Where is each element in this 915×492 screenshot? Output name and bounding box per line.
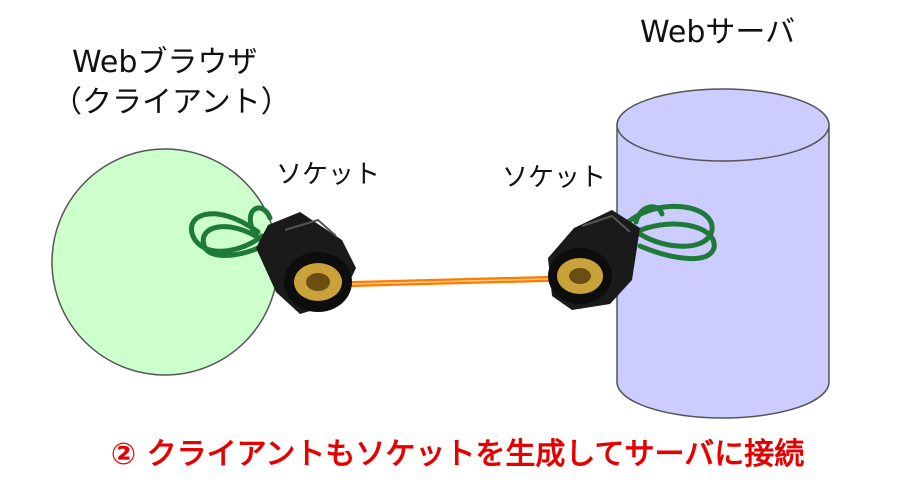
client-title-line1: Webブラウザ: [72, 45, 258, 80]
server-socket-icon: [548, 203, 717, 310]
client-circle: [51, 148, 279, 376]
client-title-line2: （クライアント）: [52, 85, 291, 120]
client-socket-icon: [189, 205, 356, 314]
client-socket-label: ソケット: [276, 160, 381, 190]
server-title: Webサーバ: [640, 15, 796, 50]
connection-wire: [309, 275, 587, 288]
step-caption: ② クライアントもソケットを生成してサーバに接続: [110, 437, 805, 472]
server-socket-label: ソケット: [502, 163, 607, 193]
server-cylinder: [616, 88, 830, 419]
